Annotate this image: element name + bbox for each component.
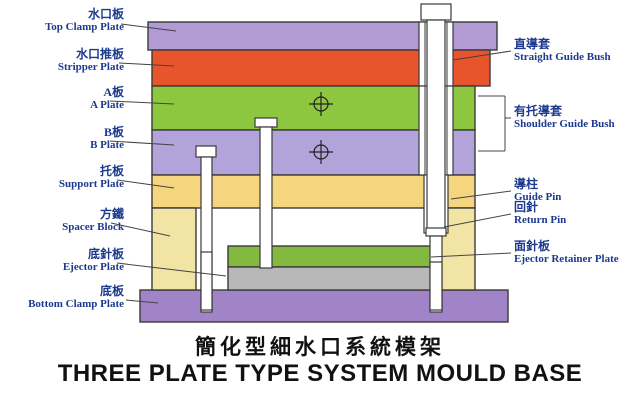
- support-screw: [195, 145, 217, 313]
- label-guide-pin: 導柱 Guide Pin: [514, 178, 638, 204]
- spacer-block-left: [151, 207, 197, 291]
- label-en: Spacer Block: [62, 221, 124, 233]
- label-zh: 有托導套: [514, 104, 563, 118]
- return-pin: [425, 227, 447, 313]
- label-bottom-clamp-plate: 底板 Bottom Clamp Plate: [6, 285, 124, 311]
- leader-lines: [109, 23, 512, 304]
- label-zh: 直導套: [514, 37, 551, 51]
- label-en: Top Clamp Plate: [44, 21, 124, 33]
- support-screw-threads: [200, 251, 213, 311]
- label-zh: 底針板: [87, 247, 124, 261]
- label-ejector-retainer-plate: 面針板 Ejector Retainer Plate: [514, 240, 638, 266]
- return-pin-head: [425, 227, 447, 237]
- label-en: Straight Guide Bush: [514, 51, 611, 63]
- label-support-plate: 托板 Support Plate: [6, 165, 124, 191]
- label-zh: 水口板: [87, 7, 124, 21]
- label-en: Support Plate: [58, 178, 124, 190]
- label-top-clamp-plate: 水口板 Top Clamp Plate: [6, 8, 124, 34]
- label-zh: A板: [103, 85, 124, 99]
- puller-pin-shaft: [259, 126, 273, 269]
- ejector-retainer-plate: [227, 245, 432, 268]
- ejector-assembly: [227, 245, 432, 291]
- label-en: Shoulder Guide Bush: [514, 118, 615, 130]
- alignment-marks: [309, 92, 333, 164]
- label-zh: 底板: [99, 284, 124, 298]
- bottom-clamp-plate: [139, 289, 509, 323]
- title-english: THREE PLATE TYPE SYSTEM MOULD BASE: [57, 360, 583, 387]
- label-straight-guide-bush: 直導套 Straight Guide Bush: [514, 38, 638, 64]
- label-en: Ejector Plate: [62, 261, 124, 273]
- label-zh: 回針: [514, 200, 539, 214]
- puller-pin-head: [254, 117, 278, 128]
- label-b-plate: B板 B Plate: [6, 126, 124, 152]
- label-en: Stripper Plate: [57, 61, 124, 73]
- return-pin-threads: [429, 261, 443, 311]
- title-chinese: 簡化型細水口系統模架: [195, 335, 445, 359]
- label-en: Bottom Clamp Plate: [28, 298, 124, 310]
- label-zh: 導柱: [514, 177, 539, 191]
- label-ejector-plate: 底針板 Ejector Plate: [6, 248, 124, 274]
- label-a-plate: A板 A Plate: [6, 86, 124, 112]
- guide-pin: [420, 3, 452, 233]
- label-stripper-plate: 水口推板 Stripper Plate: [6, 48, 124, 74]
- label-en: Guide Pin: [514, 191, 562, 203]
- label-en: B Plate: [90, 139, 124, 151]
- label-en: A Plate: [90, 99, 124, 111]
- support-screw-shaft: [200, 156, 213, 313]
- label-en: Ejector Retainer Plate: [514, 253, 619, 265]
- label-zh: 水口推板: [75, 47, 124, 61]
- label-zh: B板: [103, 125, 124, 139]
- ejector-plate: [227, 266, 432, 291]
- guide-pin-head: [420, 3, 452, 21]
- support-screw-head: [195, 145, 217, 158]
- label-zh: 托板: [99, 164, 124, 178]
- label-en: Return Pin: [514, 214, 567, 226]
- label-zh: 面針板: [514, 239, 551, 253]
- label-zh: 方鐵: [99, 207, 124, 221]
- puller-pin: [254, 117, 278, 269]
- guide-pin-shaft: [426, 19, 446, 233]
- label-spacer-block: 方鐵 Spacer Block: [6, 208, 124, 234]
- label-shoulder-guide-bush: 有托導套 Shoulder Guide Bush: [514, 105, 638, 131]
- label-return-pin: 回針 Return Pin: [514, 201, 638, 227]
